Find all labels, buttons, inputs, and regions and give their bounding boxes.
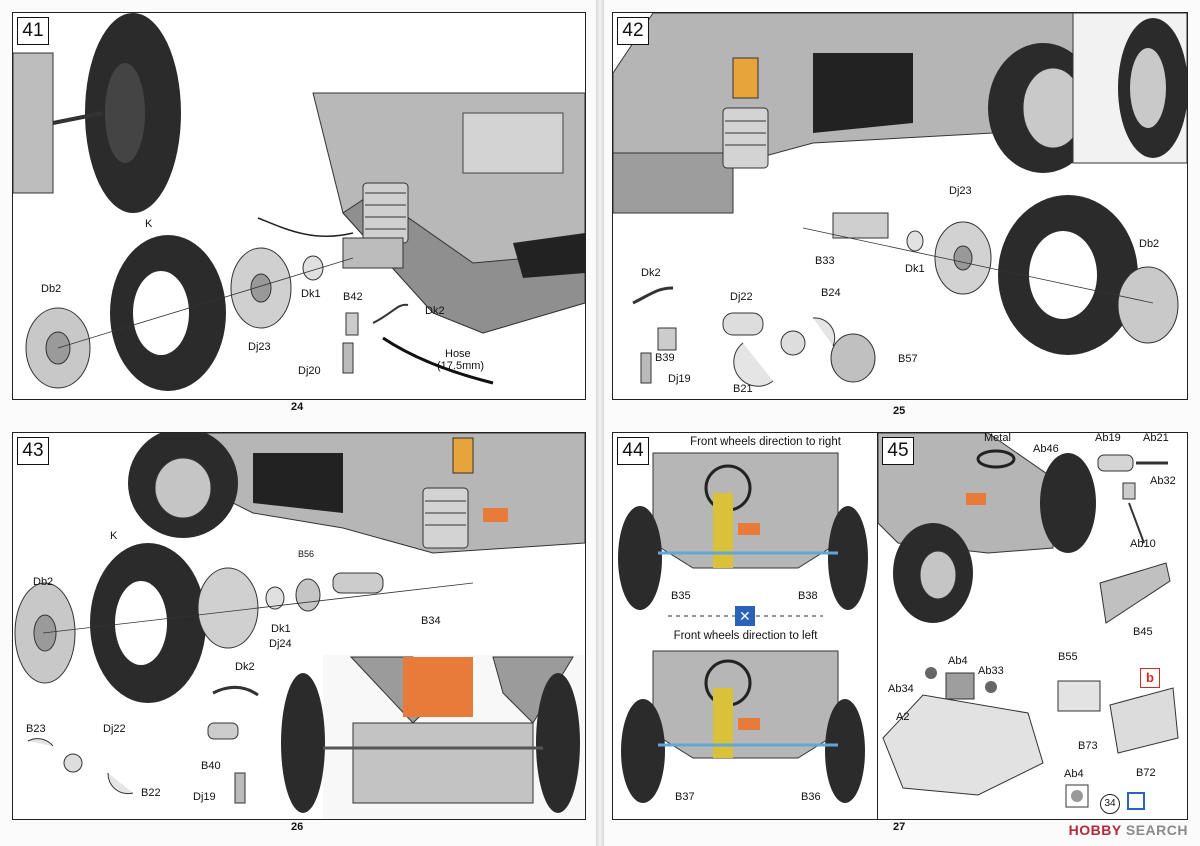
svg-text:✕: ✕ bbox=[739, 608, 751, 624]
page-number-25: 25 bbox=[893, 405, 906, 417]
part-label-dj23: Dj23 bbox=[949, 185, 972, 197]
part-label-k: K bbox=[110, 530, 118, 542]
part-label-b56: B56 bbox=[298, 549, 315, 559]
part-label-b38: B38 bbox=[798, 590, 818, 602]
part-label-db2: Db2 bbox=[33, 576, 54, 588]
site-watermark: HOBBY SEARCH bbox=[1069, 822, 1188, 838]
part-label-ab32: Ab32 bbox=[1150, 475, 1176, 487]
part-label-a2: A2 bbox=[896, 711, 910, 723]
step-45-illustration bbox=[878, 433, 1179, 810]
part-label-hose: Hose bbox=[445, 348, 471, 360]
part-label-ab19: Ab19 bbox=[1095, 432, 1121, 444]
part-label-db2: Db2 bbox=[1139, 238, 1160, 250]
part-label-ab21: Ab21 bbox=[1143, 432, 1169, 444]
part-label-b35: B35 bbox=[671, 590, 691, 602]
page-number-24: 24 bbox=[291, 401, 304, 413]
reference-number-34: 34 bbox=[1100, 794, 1120, 814]
part-label-ab33: Ab33 bbox=[978, 665, 1004, 677]
part-label-metal: Metal bbox=[984, 432, 1011, 444]
step-43-illustration bbox=[14, 433, 585, 819]
part-label-dk1: Dk1 bbox=[905, 263, 925, 275]
part-label-b23: B23 bbox=[26, 723, 46, 735]
step-44-panel: ✕ 44 Front wheels direction to right Fro… bbox=[612, 432, 879, 820]
part-label-b22: B22 bbox=[141, 787, 161, 799]
part-label-b39: B39 bbox=[655, 352, 675, 364]
part-label-hose-size: (17.5mm) bbox=[437, 360, 485, 372]
part-label-b42: B42 bbox=[343, 291, 363, 303]
step-number: 45 bbox=[882, 437, 914, 465]
step-42-panel: 42 Dj23 Db2 B33 Dk1 Dk2 Dj22 B24 B39 Dj1… bbox=[612, 12, 1188, 400]
caption-wheels-left: Front wheels direction to left bbox=[673, 630, 818, 642]
part-label-b73: B73 bbox=[1078, 740, 1098, 752]
step-42-illustration bbox=[613, 13, 1187, 387]
step-41-panel: 41 K Db2 Dj23 Dk1 B42 Dk2 Dj20 Hose (17.… bbox=[12, 12, 586, 400]
page-gutter bbox=[596, 0, 604, 846]
part-label-dj20: Dj20 bbox=[298, 365, 321, 377]
part-label-dk2: Dk2 bbox=[235, 661, 255, 673]
part-label-b34: B34 bbox=[421, 615, 441, 627]
part-label-b24: B24 bbox=[821, 287, 841, 299]
step-number: 42 bbox=[617, 17, 649, 45]
part-label-dk2: Dk2 bbox=[641, 267, 661, 279]
part-label-ab46: Ab46 bbox=[1033, 443, 1059, 455]
part-label-ab4: Ab4 bbox=[948, 655, 968, 667]
part-label-b37: B37 bbox=[675, 791, 695, 803]
caption-wheels-right: Front wheels direction to right bbox=[690, 436, 841, 448]
watermark-text: SEARCH bbox=[1125, 822, 1188, 838]
step-43-panel: 43 K Db2 B56 Dk1 Dj24 B34 Dk2 B23 Dj22 B… bbox=[12, 432, 586, 820]
step-45-panel: 45 Metal Ab46 Ab19 Ab21 Ab32 Ab10 B45 Ab… bbox=[877, 432, 1188, 820]
part-label-dj22: Dj22 bbox=[103, 723, 126, 735]
step-44-illustration: ✕ bbox=[618, 452, 868, 803]
part-label-ab4-small: Ab4 bbox=[1064, 768, 1084, 780]
part-label-dj22: Dj22 bbox=[730, 291, 753, 303]
part-label-b33: B33 bbox=[815, 255, 835, 267]
part-label-dk1: Dk1 bbox=[301, 288, 321, 300]
part-label-ab34: Ab34 bbox=[888, 683, 914, 695]
step-number: 44 bbox=[617, 437, 649, 465]
part-label-k: K bbox=[145, 218, 153, 230]
part-group-b-badge: b bbox=[1140, 668, 1160, 688]
step-number: 41 bbox=[17, 17, 49, 45]
step-number: 43 bbox=[17, 437, 49, 465]
part-label-ab10: Ab10 bbox=[1130, 538, 1156, 550]
part-label-b55: B55 bbox=[1058, 651, 1078, 663]
part-label-b36: B36 bbox=[801, 791, 821, 803]
part-label-dj24: Dj24 bbox=[269, 638, 292, 650]
part-label-dj19: Dj19 bbox=[193, 791, 216, 803]
part-label-dk1: Dk1 bbox=[271, 623, 291, 635]
part-label-dj23: Dj23 bbox=[248, 341, 271, 353]
part-label-dk2: Dk2 bbox=[425, 305, 445, 317]
watermark-logo: HOBBY bbox=[1068, 822, 1122, 838]
step-41-illustration bbox=[13, 13, 585, 391]
part-label-b57: B57 bbox=[898, 353, 918, 365]
part-label-db2: Db2 bbox=[41, 283, 62, 295]
part-label-b40: B40 bbox=[201, 760, 221, 772]
part-label-b72: B72 bbox=[1136, 767, 1156, 779]
part-label-b45: B45 bbox=[1133, 626, 1153, 638]
page-number-27: 27 bbox=[893, 821, 906, 833]
part-label-b21: B21 bbox=[733, 383, 753, 395]
page-number-26: 26 bbox=[291, 821, 304, 833]
part-label-dj19: Dj19 bbox=[668, 373, 691, 385]
